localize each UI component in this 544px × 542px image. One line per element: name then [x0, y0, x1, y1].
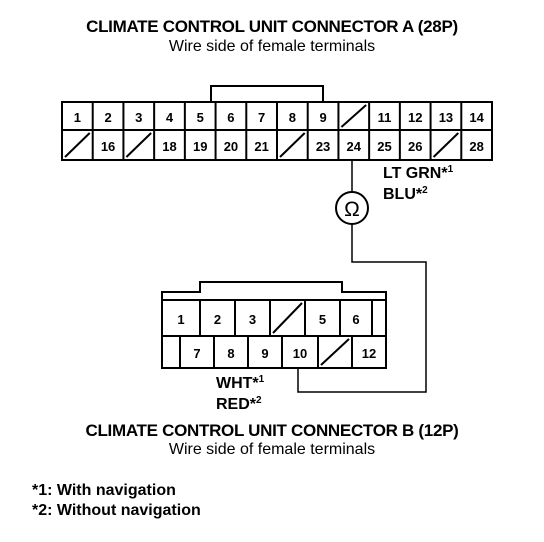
connector-a-pin-11: 11 [378, 110, 392, 125]
connector-b-title: CLIMATE CONTROL UNIT CONNECTOR B (12P) [85, 421, 459, 440]
connector-b-housing [161, 299, 387, 369]
connector-a-pin-6: 6 [227, 110, 234, 125]
connector-a-pin-20: 20 [224, 139, 238, 154]
connector-b-pin-9: 9 [261, 346, 268, 361]
footnote-2: *2: Without navigation [32, 502, 201, 519]
connector-a-pin-24: 24 [347, 139, 362, 154]
connector-b-blank-slash [272, 302, 303, 334]
wire-label-lt-grn: LT GRN*1 [383, 164, 454, 182]
wire-meter-to-b [297, 224, 427, 393]
ohm-symbol: Ω [344, 198, 360, 221]
connector-a-pin-4: 4 [166, 110, 174, 125]
connector-a-pin-13: 13 [439, 110, 453, 125]
connector-a-blank-slash [64, 132, 91, 158]
connector-a-blank-slash [279, 132, 306, 158]
wire-label-blu: BLU*2 [383, 185, 428, 203]
connector-a-latch [210, 85, 324, 102]
connector-a-pin-9: 9 [319, 110, 326, 125]
connector-a-pin-16: 16 [101, 139, 115, 154]
connector-b-pin-8: 8 [227, 346, 234, 361]
connector-a-pin-19: 19 [193, 139, 207, 154]
connector-a-pin-7: 7 [258, 110, 265, 125]
connector-a-subtitle: Wire side of female terminals [168, 38, 376, 55]
wire-label-wht: WHT*1 [216, 374, 265, 392]
connector-b-pin-5: 5 [319, 312, 326, 327]
connector-a-blank-slash [432, 132, 459, 158]
connector-a-pin-8: 8 [289, 110, 296, 125]
connector-a-pin-3: 3 [135, 110, 142, 125]
connector-a-title: CLIMATE CONTROL UNIT CONNECTOR A (28P) [86, 17, 458, 36]
test-wiring [297, 160, 427, 393]
connector-b-pin-7: 7 [193, 346, 200, 361]
connector-a-pin-14: 14 [469, 110, 484, 125]
connector-a-pin-2: 2 [104, 110, 111, 125]
connector-a-pin-18: 18 [162, 139, 176, 154]
connector-b-pin-1: 1 [177, 312, 184, 327]
connector-a-blank-slash [340, 104, 367, 128]
connector-a-pin-28: 28 [469, 139, 483, 154]
wire-label-red: RED*2 [216, 395, 262, 413]
connector-a-pin-12: 12 [408, 110, 422, 125]
connector-a-blank-slash [125, 132, 152, 158]
ohmmeter-icon [335, 191, 369, 225]
connector-a-pin-23: 23 [316, 139, 330, 154]
connector-b-pin-10: 10 [293, 346, 307, 361]
connector-a-pin-5: 5 [197, 110, 204, 125]
connector-b-blank-slash [320, 338, 350, 366]
connector-b-latch [161, 281, 387, 300]
connector-b-pin-2: 2 [214, 312, 221, 327]
connector-a-pin-21: 21 [254, 139, 268, 154]
connector-b-pin-6: 6 [352, 312, 359, 327]
footnote-1: *1: With navigation [32, 482, 176, 499]
connector-a-pin-26: 26 [408, 139, 422, 154]
connector-b-pin-3: 3 [249, 312, 256, 327]
connector-a-pin-1: 1 [74, 110, 81, 125]
connector-b-subtitle: Wire side of female terminals [168, 441, 376, 458]
connector-b-pin-12: 12 [362, 346, 376, 361]
connector-a-pin-25: 25 [377, 139, 391, 154]
